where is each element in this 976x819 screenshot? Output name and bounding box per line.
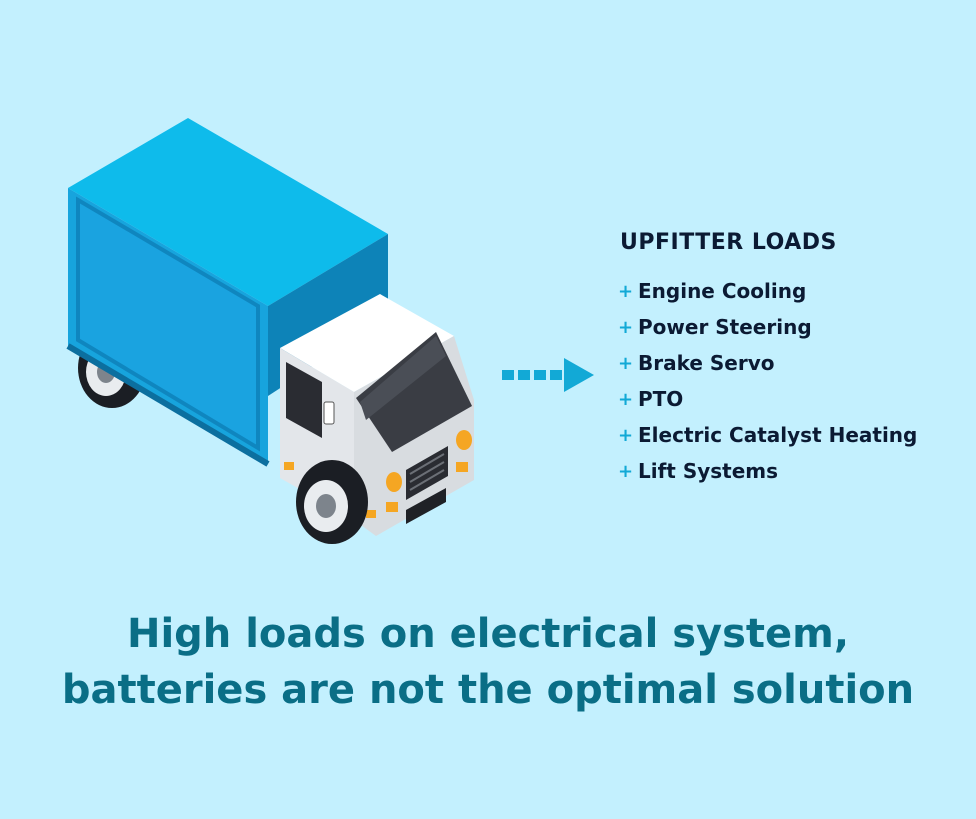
dashed-arrow-right-icon — [502, 358, 594, 392]
list-item: +Engine Cooling — [618, 273, 917, 309]
load-label: Electric Catalyst Heating — [638, 423, 918, 447]
loads-list: +Engine Cooling +Power Steering +Brake S… — [618, 273, 917, 489]
list-item: +Brake Servo — [618, 345, 917, 381]
plus-icon: + — [618, 424, 634, 446]
load-label: PTO — [638, 387, 684, 411]
list-item: +PTO — [618, 381, 917, 417]
load-label: Brake Servo — [638, 351, 775, 375]
load-label: Lift Systems — [638, 459, 779, 483]
list-item: +Power Steering — [618, 309, 917, 345]
plus-icon: + — [618, 316, 634, 338]
headline-line-1: High loads on electrical system, — [126, 611, 850, 657]
load-label: Engine Cooling — [638, 279, 807, 303]
headline: High loads on electrical system, batteri… — [0, 606, 976, 718]
plus-icon: + — [618, 460, 634, 482]
plus-icon: + — [618, 388, 634, 410]
plus-icon: + — [618, 352, 634, 374]
list-item: +Electric Catalyst Heating — [618, 417, 917, 453]
headline-line-2: batteries are not the optimal solution — [61, 667, 915, 713]
load-label: Power Steering — [638, 315, 812, 339]
plus-icon: + — [618, 280, 634, 302]
list-item: +Lift Systems — [618, 453, 917, 489]
front-wheel — [296, 460, 368, 544]
upfitter-loads-panel: UPFITTER LOADS +Engine Cooling +Power St… — [618, 230, 917, 489]
upfitter-loads-title: UPFITTER LOADS — [620, 230, 837, 255]
truck-illustration — [66, 118, 474, 544]
